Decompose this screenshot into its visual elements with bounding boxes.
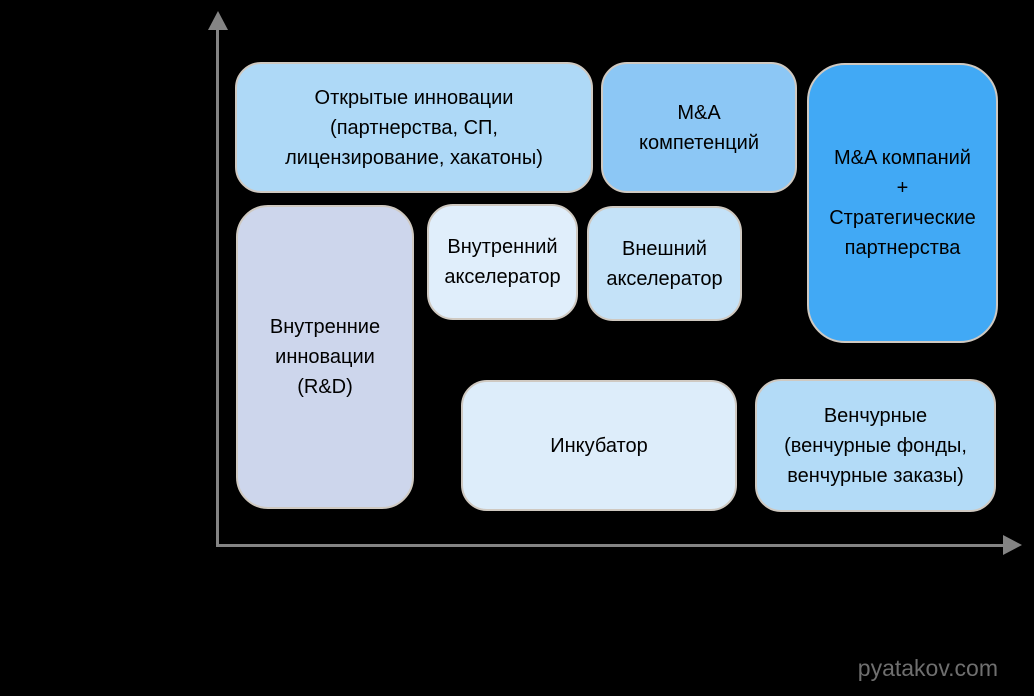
box-incubator: Инкубатор [461,380,737,511]
box-external-accelerator: Внешний акселератор [587,206,742,321]
x-axis-arrowhead-icon [1003,535,1022,555]
y-axis-line [216,26,219,546]
y-axis-arrowhead-icon [208,11,228,30]
box-internal-accelerator: Внутренний акселератор [427,204,578,320]
box-ma-competencies: M&A компетенций [601,62,797,193]
box-venture: Венчурные (венчурные фонды, венчурные за… [755,379,996,512]
box-internal-innovation-rnd: Внутренние инновации (R&D) [236,205,414,509]
box-open-innovation: Открытые инновации (партнерства, СП, лиц… [235,62,593,193]
watermark-text: pyatakov.com [857,655,998,681]
x-axis-line [216,544,1006,547]
box-ma-companies-strategic-partnerships: M&A компаний + Стратегические партнерств… [807,63,998,343]
